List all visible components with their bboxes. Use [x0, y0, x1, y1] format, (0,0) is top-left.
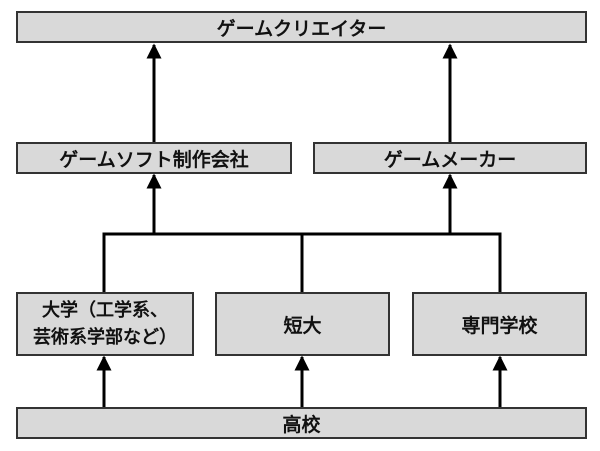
node-university-label-line2: 芸術系学部など）	[33, 327, 177, 348]
node-software-company-label: ゲームソフト制作会社	[59, 148, 249, 171]
node-game-maker: ゲームメーカー	[313, 142, 587, 174]
node-vocational-school-label: 専門学校	[461, 314, 538, 337]
node-high-school-label: 高校	[282, 413, 321, 436]
node-university: 大学（工学系、 芸術系学部など）	[16, 292, 194, 356]
node-game-creator: ゲームクリエイター	[16, 11, 587, 43]
node-game-creator-label: ゲームクリエイター	[216, 17, 387, 40]
node-software-company: ゲームソフト制作会社	[16, 142, 292, 174]
node-game-maker-label: ゲームメーカー	[383, 148, 517, 171]
node-vocational-school: 専門学校	[412, 292, 587, 356]
node-high-school: 高校	[16, 407, 587, 439]
node-junior-college-label: 短大	[283, 314, 322, 337]
node-university-label-line1: 大学（工学系、	[42, 300, 168, 321]
node-junior-college: 短大	[215, 292, 390, 356]
